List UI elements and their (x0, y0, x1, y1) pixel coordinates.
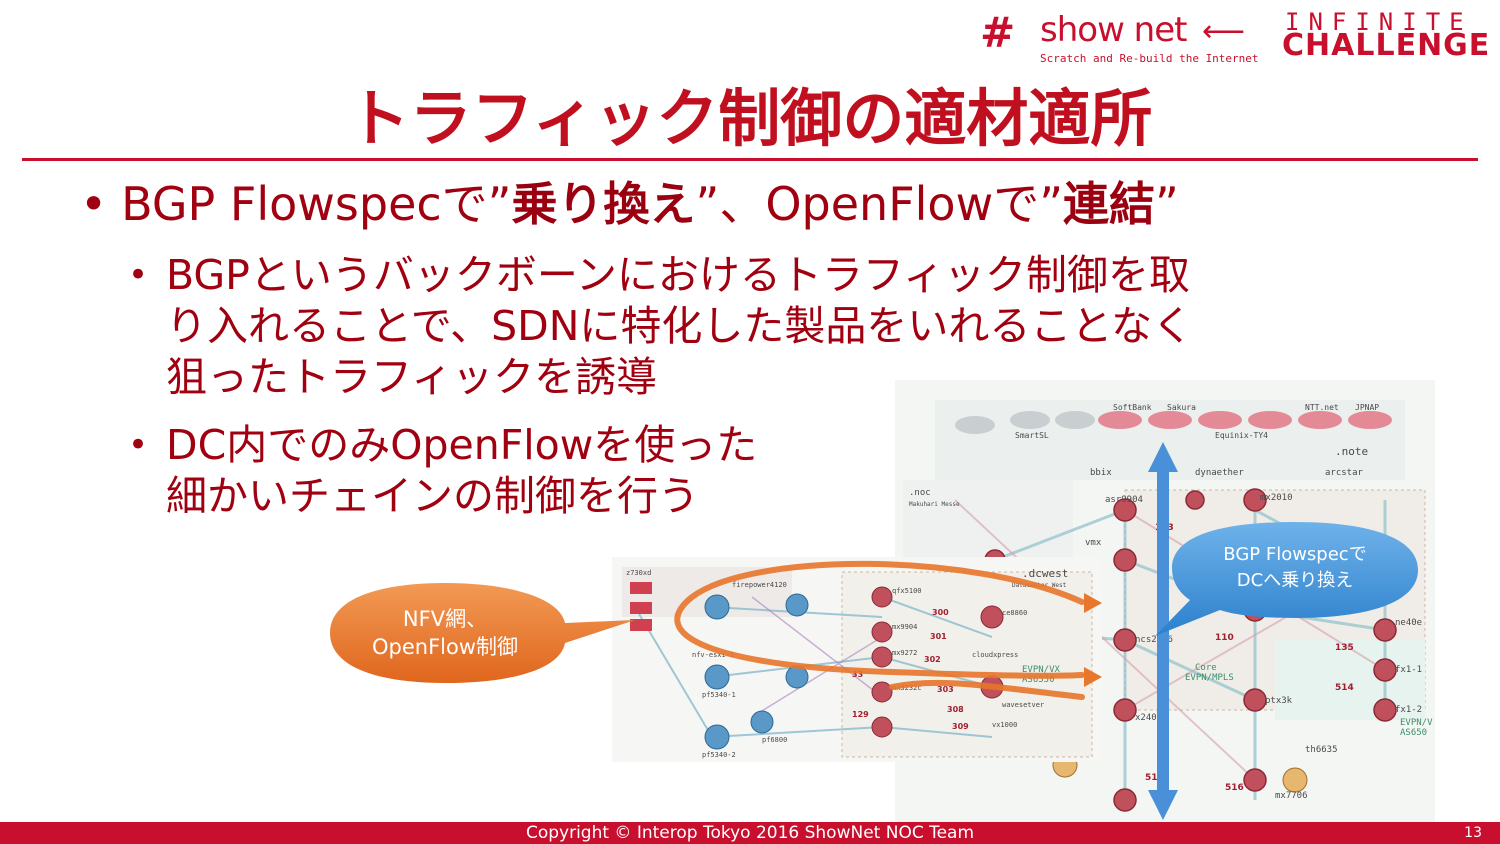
link-number: 33 (852, 670, 863, 679)
evpn-right-label: EVPN/V (1400, 718, 1433, 728)
bullet-dot: • (80, 177, 108, 231)
link-number: 135 (1335, 643, 1354, 653)
bgp-callout: BGP Flowspecで DCへ乗り換え (1155, 522, 1418, 636)
page-number: 13 (1464, 825, 1482, 841)
node-label: qfx5100 (892, 587, 922, 595)
node-label: asr9904 (1105, 495, 1143, 505)
sub-bullet-line: 狙ったトラフィックを誘導 (166, 353, 658, 401)
slide-title: トラフィック制御の適材適所 (347, 82, 1153, 155)
sub-bullet-line: BGPというバックボーンにおけるトラフィック制御を取 (166, 251, 1191, 299)
sub-bullet-line: り入れることで、SDNに特化した製品をいれることなく (166, 302, 1194, 350)
link-number: 300 (932, 608, 949, 617)
nfv-callout-line-2: OpenFlow制御 (372, 635, 518, 659)
node-label: bbix (1090, 468, 1112, 478)
slide-footer: Copyright © Interop Tokyo 2016 ShowNet N… (0, 822, 1500, 844)
node-label: ncs2006 (1135, 635, 1173, 645)
logo-challenge: CHALLENGE (1282, 28, 1491, 63)
node-label: pf5340-1 (702, 691, 736, 699)
node-label: mx2010 (1260, 493, 1293, 503)
node-label: ce8860 (1002, 609, 1027, 617)
node-label: fx1-1 (1395, 665, 1422, 675)
link-number: 302 (924, 655, 941, 664)
node-label: pf6800 (762, 736, 787, 744)
node-label: fx1-2 (1395, 705, 1422, 715)
evpn-left-label-2: AS6550 (1022, 675, 1055, 685)
bullet-text-1: BGP Flowspecで” (121, 177, 512, 231)
core-label: Core (1195, 663, 1217, 673)
link-number: 514 (1335, 683, 1354, 693)
peer-label: Equinix-TY4 (1215, 431, 1268, 440)
core-sub-label: EVPN/MPLS (1185, 673, 1234, 683)
arrow-left-icon: ⟵ (1202, 14, 1246, 49)
link-number: 516 (1225, 783, 1244, 793)
bullet-dot: • (128, 255, 149, 295)
main-bullet: •BGP Flowspecで”乗り換え”、OpenFlowで”連結” (80, 168, 1179, 234)
peer-label: SmartSL (1015, 431, 1049, 440)
node-label: ne40e (1395, 618, 1422, 628)
bullet-emphasis-2: 連結 (1063, 177, 1156, 231)
peer-label: Sakura (1167, 403, 1196, 412)
shownet-logo: # show net ⟵ Scratch and Re-build the In… (980, 6, 1489, 68)
sub-bullet-line: 細かいチェインの制御を行う (166, 472, 699, 520)
logo-tagline: Scratch and Re-build the Internet (1040, 52, 1259, 65)
dcwest-label: .dcwest (1022, 567, 1068, 580)
node-label: vmx (1085, 538, 1102, 548)
node-label: cloudxpress (972, 651, 1018, 659)
node-label: firepower4120 (732, 581, 787, 589)
bullet-text-3: ” (1155, 177, 1179, 231)
nfv-callout-line-1: NFV網、 (403, 607, 487, 631)
node-label: mx3232c (892, 684, 922, 692)
node-label: x240 (1135, 713, 1157, 723)
link-number: 308 (947, 705, 964, 714)
peer-label: SoftBank (1113, 403, 1152, 412)
node-label: th6635 (1305, 745, 1338, 755)
link-number: 309 (952, 722, 969, 731)
link-number: 110 (1215, 633, 1234, 643)
node-label: nfv-esxi-1 (692, 651, 734, 659)
evpn-left-label: EVPN/VX (1022, 665, 1061, 675)
bgp-callout-line-2: DCへ乗り換え (1237, 570, 1353, 591)
bullet-emphasis-1: 乗り換え (511, 177, 696, 231)
link-number: 129 (852, 710, 869, 719)
node-label: mx9272 (892, 649, 917, 657)
link-number: 515 (1145, 773, 1164, 783)
bgp-callout-line-1: BGP Flowspecで (1223, 544, 1366, 565)
noc-label: .noc (909, 488, 931, 498)
bullet-dot: • (128, 425, 149, 465)
node-label: z730xd (626, 569, 651, 577)
node-label: mx9904 (892, 623, 917, 631)
node-label: wavesetver (1002, 701, 1044, 709)
evpn-right-label-2: AS650 (1400, 728, 1427, 738)
copyright-text: Copyright © Interop Tokyo 2016 ShowNet N… (525, 823, 975, 843)
link-number: 301 (930, 632, 947, 641)
nfv-callout: NFV網、 OpenFlow制御 (330, 583, 635, 683)
peer-label: NTT.net (1305, 403, 1339, 412)
title-divider (22, 158, 1478, 161)
hash-icon: # (980, 8, 1016, 57)
link-number: 303 (937, 685, 954, 694)
peer-label: JPNAP (1355, 403, 1379, 412)
flow-path-icon (674, 560, 1085, 700)
note-label: .note (1335, 445, 1368, 458)
node-label: mx7706 (1275, 791, 1308, 801)
node-label: pf5340-2 (702, 751, 736, 759)
node-label: vx1000 (992, 721, 1017, 729)
logo-infinite: INFINITE (1285, 8, 1473, 36)
sub-bullet-line: DC内でのみOpenFlowを使った (166, 421, 758, 469)
node-label: dynaether (1195, 468, 1244, 478)
bullet-text-2: ”、OpenFlowで” (695, 177, 1064, 231)
node-label: ptx3k (1265, 696, 1293, 706)
node-label: arcstar (1325, 468, 1364, 478)
noc-sub-label: Makuhari Messe (909, 501, 960, 508)
logo-brand: show net (1040, 10, 1187, 50)
nfv-network-diagram: .dcwest Datacenter West EVPN/VX AS6550 q… (612, 557, 1102, 762)
